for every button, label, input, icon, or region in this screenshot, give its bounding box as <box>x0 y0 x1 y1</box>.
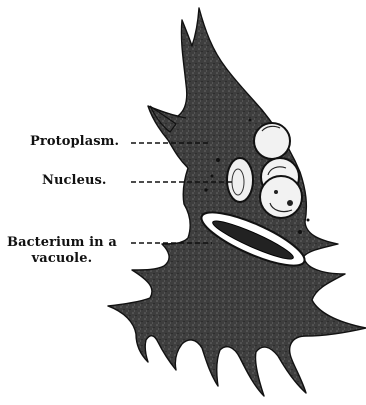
nucleus <box>227 158 253 202</box>
label-bacterium: Bacterium in a vacuole. <box>7 235 117 267</box>
vacuole-top <box>254 123 290 159</box>
label-protoplasm: Protoplasm. <box>30 134 119 149</box>
label-bacterium-line2: vacuole. <box>7 251 117 267</box>
food-vacuoles <box>254 123 302 218</box>
label-bacterium-line1: Bacterium in a <box>7 235 117 251</box>
label-nucleus: Nucleus. <box>42 173 107 188</box>
